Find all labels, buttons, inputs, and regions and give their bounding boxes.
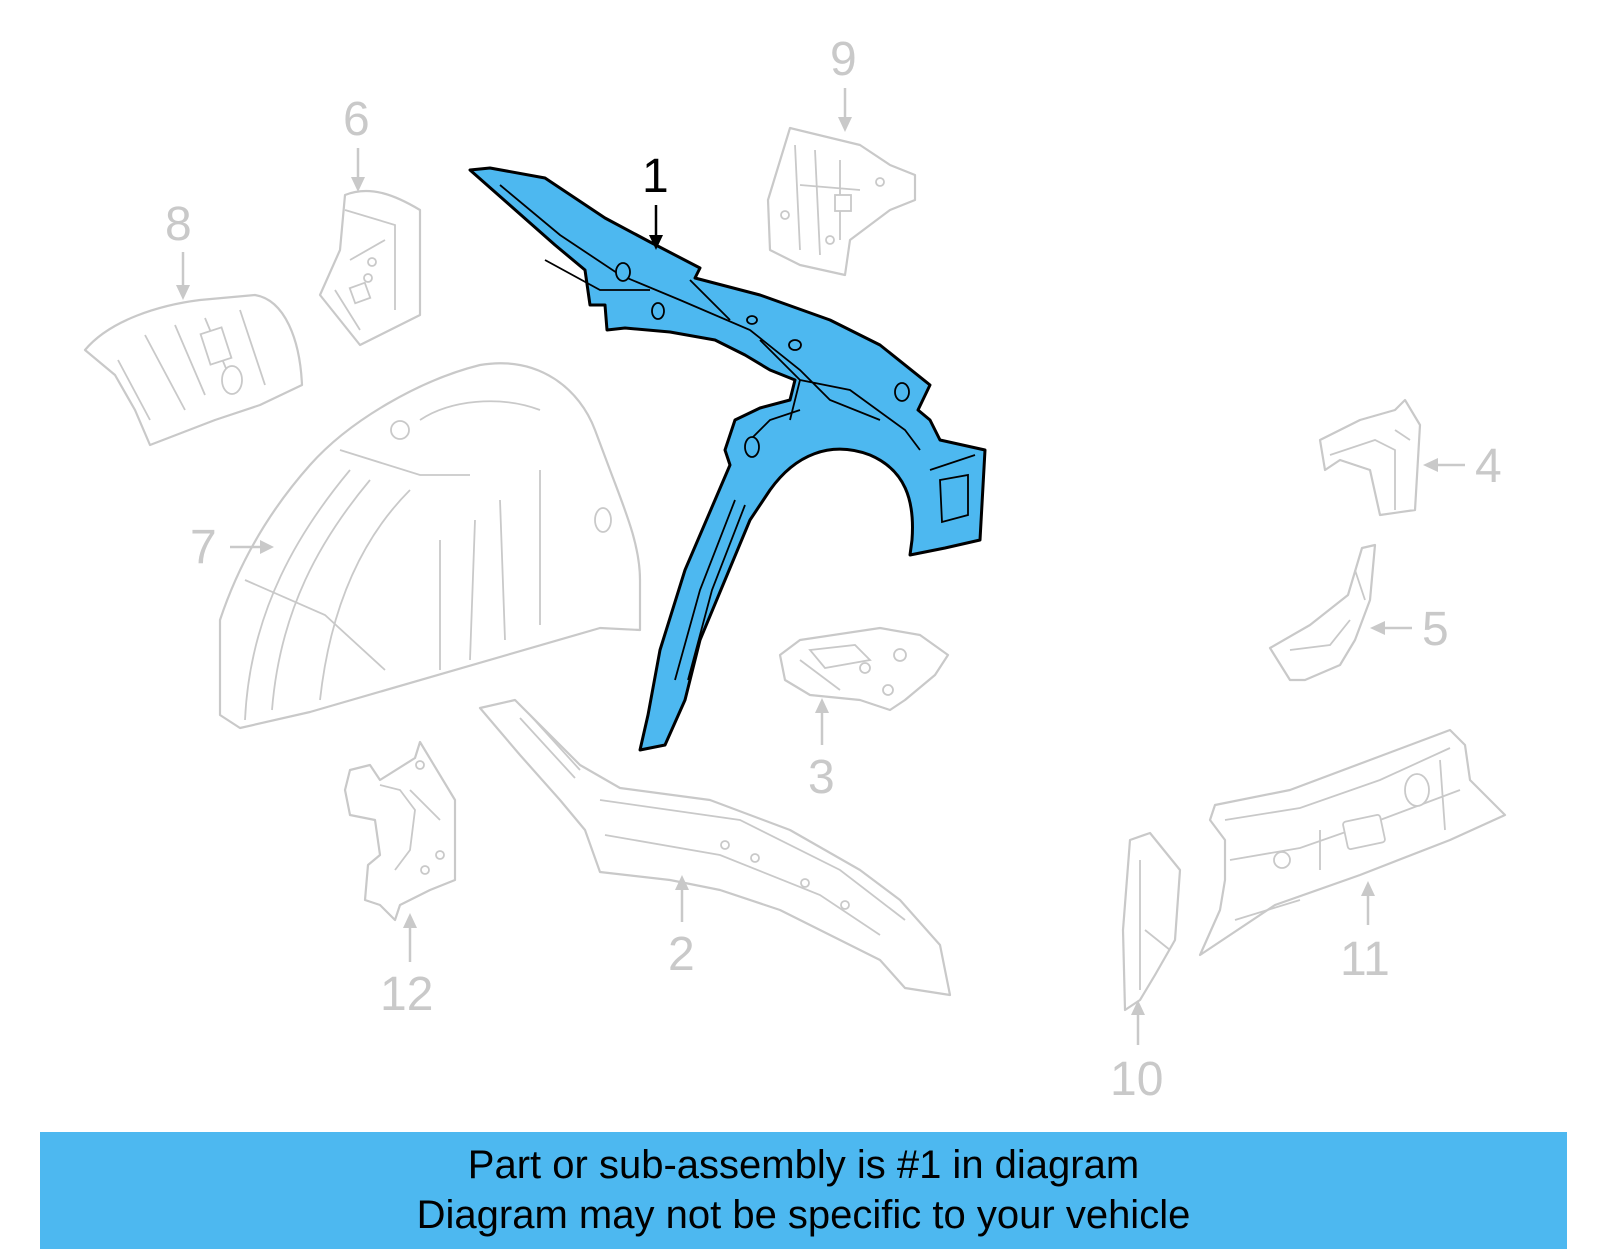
banner-line-2: Diagram may not be specific to your vehi… — [416, 1193, 1191, 1237]
callout-number-12: 12 — [380, 968, 433, 1021]
part-9 — [766, 126, 917, 277]
banner-line-1: Part or sub-assembly is #1 in diagram — [467, 1143, 1140, 1187]
callout-number-6: 6 — [343, 93, 370, 146]
part-3 — [778, 626, 950, 712]
callout-number-9: 9 — [830, 33, 857, 86]
callout-6: 6 — [343, 93, 370, 192]
callout-number-1: 1 — [642, 150, 669, 203]
callout-3: 3 — [808, 698, 835, 804]
callout-10: 10 — [1110, 1000, 1163, 1106]
callout-number-11: 11 — [1340, 933, 1390, 986]
callout-12: 12 — [380, 913, 433, 1021]
callout-8: 8 — [165, 198, 192, 300]
callout-4: 4 — [1423, 440, 1502, 493]
callout-number-8: 8 — [165, 198, 192, 251]
part-12 — [343, 740, 457, 922]
part-8 — [83, 293, 304, 447]
callout-number-4: 4 — [1475, 440, 1502, 493]
callout-number-3: 3 — [808, 751, 835, 804]
part-4 — [1318, 398, 1422, 517]
callout-number-10: 10 — [1110, 1053, 1163, 1106]
part-5 — [1268, 543, 1377, 682]
callout-9: 9 — [830, 33, 857, 132]
callout-7: 7 — [190, 521, 274, 574]
callout-1: 1 — [642, 150, 669, 250]
part-10 — [1121, 831, 1182, 1012]
part-1 — [468, 166, 987, 752]
callout-number-5: 5 — [1422, 603, 1449, 656]
parts-diagram: 8 6 9 7 — [83, 33, 1507, 1106]
part-6 — [318, 189, 422, 347]
info-banner: Part or sub-assembly is #1 in diagram Di… — [40, 1132, 1567, 1249]
part-2 — [478, 698, 952, 997]
callout-number-7: 7 — [190, 521, 217, 574]
callout-5: 5 — [1370, 603, 1449, 656]
callout-11: 11 — [1340, 881, 1390, 986]
callout-2: 2 — [668, 875, 695, 981]
part-11 — [1198, 728, 1507, 957]
callout-number-2: 2 — [668, 928, 695, 981]
part-7 — [218, 362, 642, 730]
